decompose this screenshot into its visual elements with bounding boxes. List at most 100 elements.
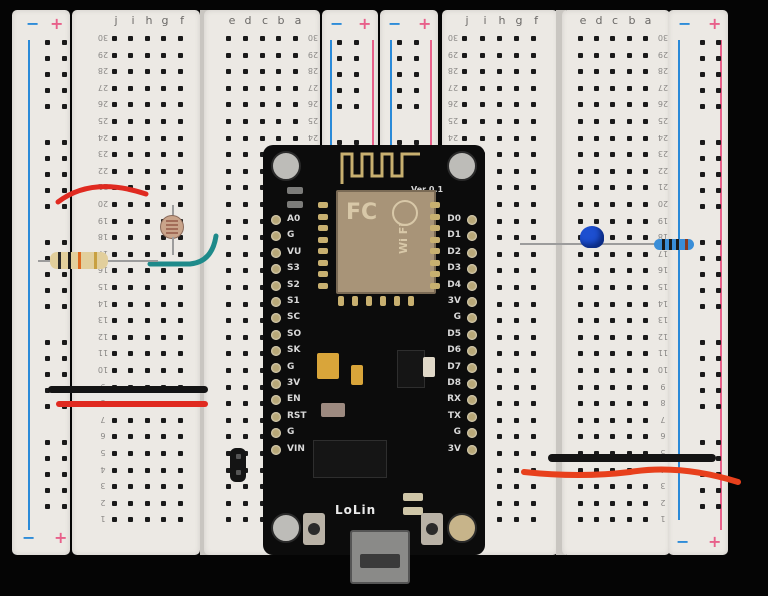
breadboard-hole[interactable]: [514, 467, 519, 473]
breadboard-hole[interactable]: [45, 104, 50, 109]
breadboard-hole[interactable]: [226, 451, 231, 456]
breadboard-hole[interactable]: [610, 334, 615, 340]
breadboard-hole[interactable]: [531, 368, 536, 373]
breadboard-hole[interactable]: [643, 417, 648, 423]
breadboard-hole[interactable]: [337, 56, 342, 61]
breadboard-hole[interactable]: [62, 272, 67, 277]
breadboard-hole[interactable]: [514, 351, 519, 357]
breadboard-hole[interactable]: [45, 204, 50, 209]
breadboard-hole[interactable]: [45, 372, 50, 377]
breadboard-hole[interactable]: [497, 69, 502, 75]
breadboard-hole[interactable]: [62, 372, 67, 377]
breadboard-hole[interactable]: [531, 268, 536, 274]
breadboard-hole[interactable]: [480, 36, 485, 41]
breadboard-hole[interactable]: [700, 304, 705, 309]
breadboard-hole[interactable]: [716, 356, 721, 361]
breadboard-hole[interactable]: [226, 69, 231, 75]
breadboard-hole[interactable]: [161, 517, 166, 523]
breadboard-hole[interactable]: [260, 36, 265, 41]
breadboard-hole[interactable]: [497, 102, 502, 108]
breadboard-hole[interactable]: [397, 140, 402, 145]
breadboard-hole[interactable]: [178, 434, 183, 440]
breadboard-hole[interactable]: [112, 318, 117, 324]
breadboard-hole[interactable]: [480, 85, 485, 91]
breadboard-hole[interactable]: [112, 301, 117, 307]
breadboard-hole[interactable]: [243, 168, 248, 174]
breadboard-hole[interactable]: [112, 69, 117, 75]
breadboard-hole[interactable]: [531, 69, 536, 75]
breadboard-hole[interactable]: [643, 235, 648, 241]
breadboard-hole[interactable]: [462, 36, 467, 41]
breadboard-hole[interactable]: [178, 69, 183, 75]
breadboard-hole[interactable]: [161, 202, 166, 207]
breadboard-hole[interactable]: [354, 56, 359, 61]
breadboard-hole[interactable]: [643, 351, 648, 357]
breadboard-hole[interactable]: [45, 188, 50, 193]
breadboard-hole[interactable]: [260, 251, 265, 257]
breadboard-hole[interactable]: [45, 88, 50, 93]
breadboard-hole[interactable]: [62, 304, 67, 309]
breadboard-hole[interactable]: [497, 301, 502, 307]
breadboard-hole[interactable]: [226, 384, 231, 390]
breadboard-hole[interactable]: [610, 202, 615, 207]
breadboard-hole[interactable]: [145, 334, 150, 340]
breadboard-hole[interactable]: [161, 451, 166, 456]
breadboard-hole[interactable]: [145, 301, 150, 307]
breadboard-hole[interactable]: [610, 85, 615, 91]
breadboard-hole[interactable]: [700, 140, 705, 145]
breadboard-hole[interactable]: [514, 251, 519, 257]
breadboard-hole[interactable]: [716, 40, 721, 45]
breadboard-hole[interactable]: [45, 288, 50, 293]
breadboard-hole[interactable]: [161, 417, 166, 423]
breadboard-hole[interactable]: [243, 185, 248, 191]
breadboard-hole[interactable]: [161, 484, 166, 490]
reset-button[interactable]: [421, 513, 443, 545]
breadboard-hole[interactable]: [462, 102, 467, 108]
breadboard-hole[interactable]: [716, 88, 721, 93]
breadboard-hole[interactable]: [226, 202, 231, 207]
breadboard-hole[interactable]: [578, 69, 583, 75]
breadboard-hole[interactable]: [627, 301, 632, 307]
breadboard-hole[interactable]: [594, 417, 599, 423]
breadboard-hole[interactable]: [480, 52, 485, 58]
breadboard-hole[interactable]: [243, 368, 248, 373]
breadboard-hole[interactable]: [594, 119, 599, 124]
breadboard-hole[interactable]: [145, 451, 150, 456]
breadboard-hole[interactable]: [627, 218, 632, 224]
breadboard-hole[interactable]: [337, 40, 342, 45]
breadboard-hole[interactable]: [514, 119, 519, 124]
breadboard-hole[interactable]: [243, 434, 248, 440]
breadboard-hole[interactable]: [337, 140, 342, 145]
breadboard-hole[interactable]: [578, 285, 583, 290]
breadboard-hole[interactable]: [610, 451, 615, 456]
breadboard-hole[interactable]: [260, 69, 265, 75]
breadboard-hole[interactable]: [112, 119, 117, 124]
breadboard-hole[interactable]: [293, 85, 298, 91]
breadboard-hole[interactable]: [112, 467, 117, 473]
teal-jumper[interactable]: [140, 230, 230, 270]
breadboard-hole[interactable]: [145, 417, 150, 423]
breadboard-hole[interactable]: [514, 52, 519, 58]
breadboard-hole[interactable]: [700, 156, 705, 161]
breadboard-hole[interactable]: [578, 36, 583, 41]
breadboard-hole[interactable]: [243, 401, 248, 407]
breadboard-hole[interactable]: [276, 36, 281, 41]
breadboard-hole[interactable]: [627, 119, 632, 124]
breadboard-hole[interactable]: [178, 52, 183, 58]
breadboard-hole[interactable]: [610, 185, 615, 191]
breadboard-hole[interactable]: [128, 202, 133, 207]
breadboard-hole[interactable]: [161, 318, 166, 324]
breadboard-hole[interactable]: [161, 334, 166, 340]
breadboard-hole[interactable]: [145, 119, 150, 124]
breadboard-hole[interactable]: [627, 268, 632, 274]
breadboard-hole[interactable]: [161, 168, 166, 174]
breadboard-hole[interactable]: [128, 102, 133, 108]
breadboard-hole[interactable]: [531, 417, 536, 423]
breadboard-hole[interactable]: [243, 69, 248, 75]
breadboard-hole[interactable]: [178, 251, 183, 257]
breadboard-hole[interactable]: [260, 434, 265, 440]
breadboard-hole[interactable]: [643, 368, 648, 373]
breadboard-hole[interactable]: [243, 301, 248, 307]
breadboard-hole[interactable]: [161, 119, 166, 124]
breadboard-hole[interactable]: [62, 156, 67, 161]
